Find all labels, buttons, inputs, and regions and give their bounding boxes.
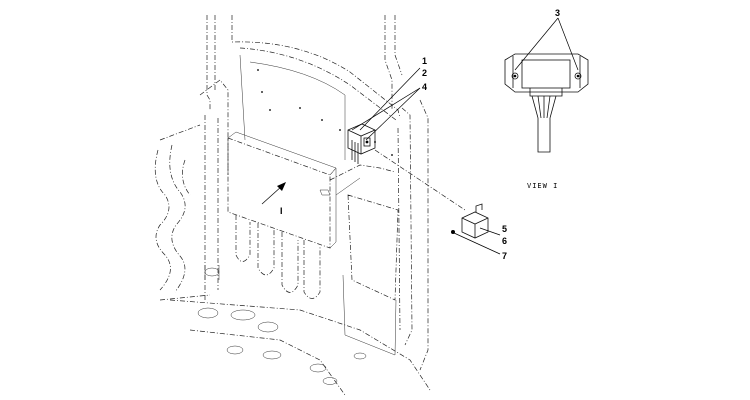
detail-view: VIEW I <box>504 17 589 190</box>
callout-6: 6 <box>502 236 507 246</box>
callout-leaders <box>351 67 501 236</box>
relay-assembly <box>451 203 501 255</box>
view-label: VIEW I <box>527 182 558 190</box>
heater-core-assembly: I <box>227 131 396 299</box>
callout-5: 5 <box>502 224 507 234</box>
callout-7: 7 <box>502 251 507 261</box>
callout-1: 1 <box>422 56 427 66</box>
arrow-head-icon <box>277 182 286 191</box>
projection-line <box>374 149 466 211</box>
leader-3b <box>557 17 579 71</box>
callout-4: 4 <box>422 82 427 92</box>
callout-3: 3 <box>555 8 560 18</box>
leader-3a <box>514 17 559 71</box>
cab-frame <box>154 15 431 396</box>
callout-2: 2 <box>422 68 427 78</box>
view-arrow-mark: I <box>280 206 283 216</box>
